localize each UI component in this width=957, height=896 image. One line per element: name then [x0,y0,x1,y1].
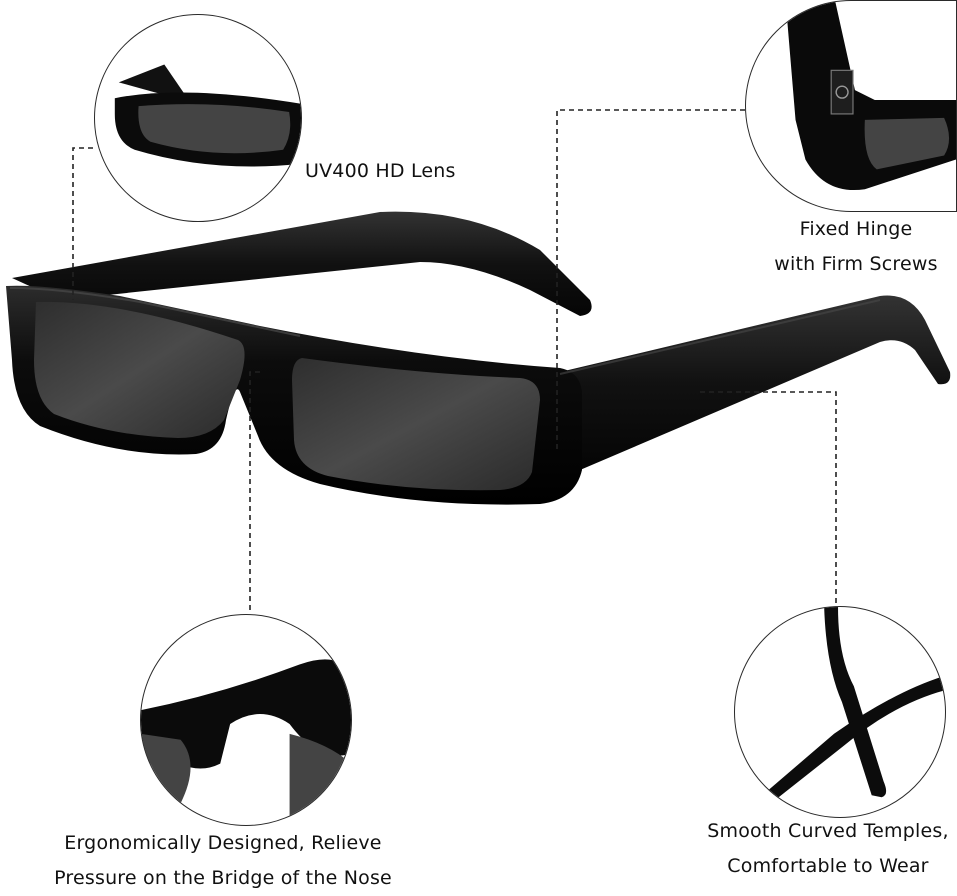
curved-temple-closeup-icon [756,607,945,809]
lens-label-text: UV400 HD Lens [305,160,456,182]
bridge-label: Ergonomically Designed, Relieve Pressure… [50,826,396,896]
bridge-closeup-bubble [140,614,352,826]
hinge-label: Fixed Hinge with Firm Screws [770,212,942,282]
lens-closeup-icon [114,64,301,167]
lens-closeup-bubble [94,14,302,222]
temples-label: Smooth Curved Temples, Comfortable to We… [700,814,956,884]
temples-label-line1: Smooth Curved Temples, [707,820,949,842]
temple-closeup-bubble [734,606,946,818]
hinge-closeup-icon [785,1,956,191]
back-temple [12,211,592,316]
hinge-closeup-bubble [745,0,957,212]
bridge-label-line1: Ergonomically Designed, Relieve [64,832,382,854]
nose-bridge-closeup-icon [141,659,351,825]
lens-label: UV400 HD Lens [305,154,456,189]
leader-lines [72,109,837,612]
right-lens [292,358,540,491]
hinge-label-line2: with Firm Screws [774,253,938,275]
hinge-label-line1: Fixed Hinge [799,218,913,240]
left-lens [34,301,245,438]
temples-label-line2: Comfortable to Wear [727,855,929,877]
bridge-label-line2: Pressure on the Bridge of the Nose [54,867,392,889]
front-temple [560,295,951,470]
